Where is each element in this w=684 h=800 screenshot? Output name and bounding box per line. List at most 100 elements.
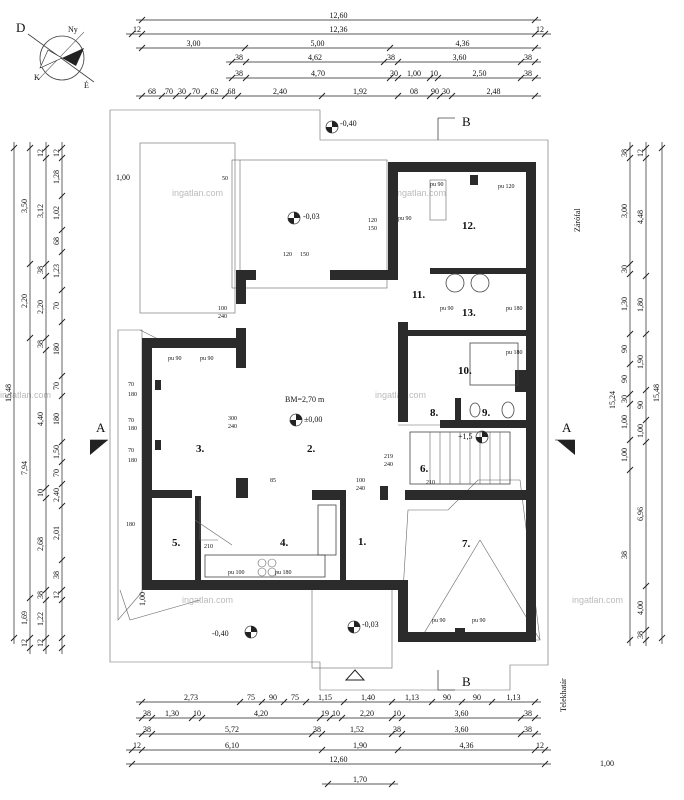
top-dim-6-tick	[318, 92, 326, 100]
left-dim-3-label: 1,22	[36, 612, 45, 626]
left-dim-4-tick	[58, 248, 66, 256]
bottom-dim-2-tick	[316, 714, 324, 722]
left-dim-4-label: 70	[52, 302, 61, 310]
room-number: 7.	[462, 538, 471, 550]
room-number: 1.	[358, 536, 367, 548]
opening-label: 85	[270, 478, 276, 484]
bottom-dim-2-label: 38	[524, 709, 532, 718]
bottom-dim-6-label: 1,70	[353, 775, 367, 784]
right-dim-2-label: 4,48	[636, 210, 645, 224]
opening-label: 150	[300, 252, 309, 258]
left-dim-2-label: 2,20	[20, 294, 29, 308]
opening-label: 70	[128, 448, 134, 454]
room-number: 3.	[196, 443, 205, 455]
left-dim-4-tick	[58, 586, 66, 594]
left-dim-3-tick	[42, 494, 50, 502]
left-dim-4-label: 1,28	[52, 170, 61, 184]
top-dim-2-tick	[128, 30, 136, 38]
compass-d: D	[16, 20, 25, 35]
top-dim-6-label: 2,40	[273, 87, 287, 96]
top-dim-2-tick	[531, 30, 539, 38]
bottom-dim-4-tick	[138, 746, 146, 754]
level-marker-icon	[347, 620, 361, 634]
bottom-dim-5-tick	[128, 760, 136, 768]
top-dim-5-label: 38	[524, 69, 532, 78]
opening-label: pu 90	[200, 356, 214, 362]
top-dim-4-tick	[517, 58, 525, 66]
opening-label: pu 180	[275, 570, 292, 576]
level-marker-icon	[475, 430, 489, 444]
bottom-dim-2-label: 19	[321, 709, 329, 718]
top-dim-6-label: 1,92	[353, 87, 367, 96]
opening-label: pu 180	[506, 306, 523, 312]
top-dim-5-tick	[394, 74, 402, 82]
opening-label: pu 90	[430, 182, 444, 188]
room-number: 13.	[462, 307, 476, 319]
room-number: 2.	[307, 443, 316, 455]
opening-label: 70	[128, 418, 134, 424]
top-dim-5-label: 10	[430, 69, 438, 78]
right-dim-2-label: 90	[636, 401, 645, 409]
opening-label: pu 90	[440, 306, 454, 312]
top-dim-5-label: 30	[390, 69, 398, 78]
top-dim-6-label: 30	[178, 87, 186, 96]
bottom-dim-2-tick	[198, 714, 206, 722]
left-dim-4-tick	[58, 438, 66, 446]
right-dim-3-label: 3,00	[620, 204, 629, 218]
opening-label: 150	[368, 226, 377, 232]
left-dim-3-label: 38	[36, 340, 45, 348]
top-dim-6-tick	[138, 92, 146, 100]
bottom-dim-3-label: 38	[393, 725, 401, 734]
opening-label: pu 120	[498, 184, 515, 190]
right-dim-3-tick	[626, 360, 634, 368]
left-dim-4-label: 12	[52, 591, 61, 599]
left-dim-2-label: 7,94	[20, 461, 29, 475]
bottom-dim-1-tick	[531, 698, 539, 706]
bottom-dim-4-label: 4,36	[460, 741, 474, 750]
bottom-dim-1-label: 1,40	[361, 693, 375, 702]
opening-label: 180	[126, 522, 135, 528]
bottom-dim-4-tick	[394, 746, 402, 754]
watermark: ingatlan.com	[572, 595, 623, 605]
level-marker-icon	[325, 120, 339, 134]
left-dim-3-tick	[42, 346, 50, 354]
left-dim-3-tick	[42, 644, 50, 652]
left-dim-1-tick	[10, 144, 18, 152]
top-dim-6-label: 70	[192, 87, 200, 96]
bottom-dim-1-label: 90	[473, 693, 481, 702]
opening-label: pu 90	[168, 356, 182, 362]
top-dim-6-tick	[436, 92, 444, 100]
left-dim-3-tick	[42, 484, 50, 492]
level-marker-icon	[287, 211, 301, 225]
left-dim-4-tick	[58, 226, 66, 234]
left-dim-4-tick	[58, 392, 66, 400]
level-stair: +1,5	[458, 432, 473, 441]
bottom-dim-1-tick	[340, 698, 348, 706]
right-dim-3-tick	[626, 154, 634, 162]
bottom-dim-3-label: 3,60	[455, 725, 469, 734]
left-dim-4-tick	[58, 286, 66, 294]
level-top: -0,40	[340, 119, 357, 128]
left-dim-2-label: 1,69	[20, 611, 29, 625]
bottom-dim-2-tick	[138, 714, 146, 722]
top-dim-6-tick	[158, 92, 166, 100]
bottom-dim-1-label: 1,13	[507, 693, 521, 702]
left-dim-2-tick	[26, 634, 34, 642]
left-dim-4-label: 70	[52, 382, 61, 390]
bottom-dim-5-label: 12,60	[330, 755, 348, 764]
top-dim-6-label: 62	[211, 87, 219, 96]
top-dim-4-label: 38	[524, 53, 532, 62]
top-dim-6-label: 08	[410, 87, 418, 96]
bottom-dim-2-label: 10	[193, 709, 201, 718]
top-dim-3-label: 3,00	[187, 39, 201, 48]
right-dim-3-tick	[626, 270, 634, 278]
top-dim-3-tick	[531, 44, 539, 52]
right-dim-2-label: 1,90	[636, 355, 645, 369]
bottom-dim-4-label: 1,90	[353, 741, 367, 750]
top-dim-4-label: 3,60	[453, 53, 467, 62]
right-dim-3-label: 90	[620, 345, 629, 353]
top-dim-6-tick	[184, 92, 192, 100]
compass-ny: Ny	[68, 25, 78, 34]
bottom-dim-1-tick	[302, 698, 310, 706]
left-dim-4-tick	[58, 556, 66, 564]
